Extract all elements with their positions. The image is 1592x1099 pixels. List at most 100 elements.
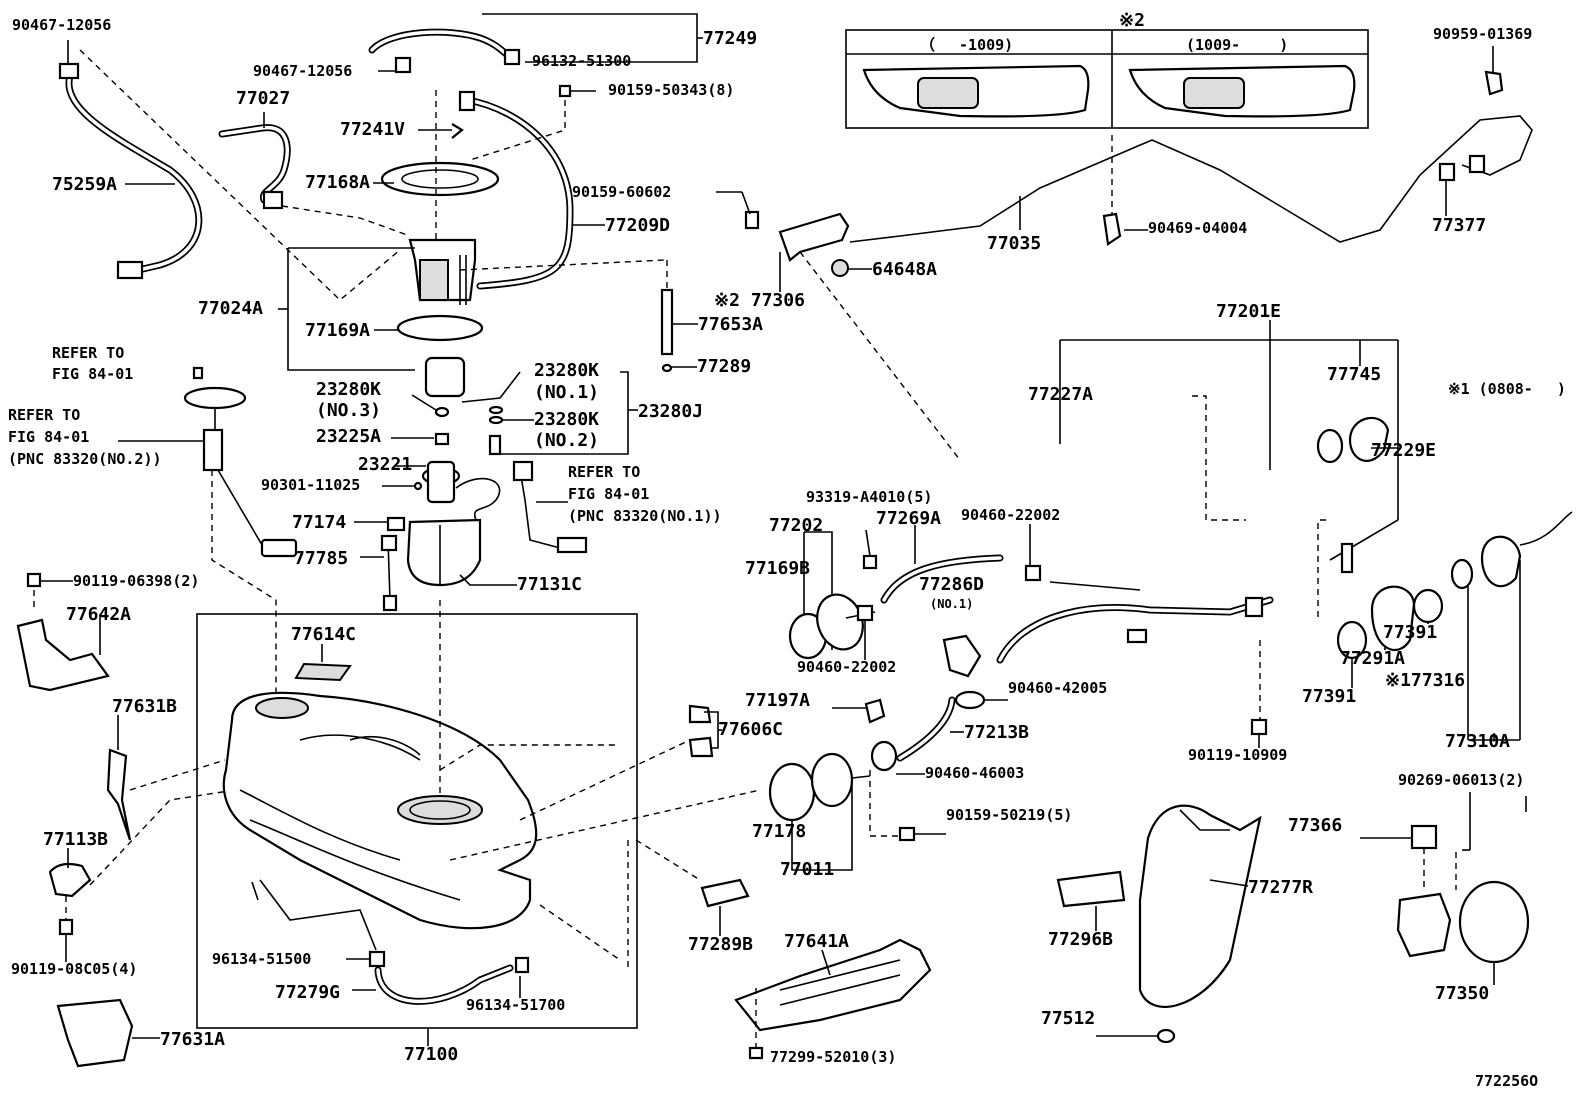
part-label-p77377: 77377 — [1432, 215, 1487, 236]
part-label-p77169B: 77169B — [745, 558, 811, 579]
part-label-p77289: 77289 — [697, 356, 752, 377]
part-label-p77011: 77011 — [780, 859, 835, 880]
part-label-p77286D_no1: (NO.1) — [930, 597, 974, 611]
part-label-p77653A: 77653A — [698, 314, 764, 335]
part-label-p23280J: 23280J — [638, 401, 704, 422]
part-label-p77286D: 77286D — [919, 574, 985, 595]
part-label-p77785: 77785 — [294, 548, 349, 569]
part-label-p93319: 93319-A4010(5) — [806, 488, 933, 506]
fuel-sender-gauge — [183, 366, 298, 558]
part-label-p90959_01369: 90959-01369 — [1433, 25, 1533, 43]
part-label-p90460_46003: 90460-46003 — [925, 764, 1025, 782]
part-label-p96134_51700: 96134-51700 — [466, 996, 566, 1014]
hose-75259A — [58, 62, 203, 280]
part-label-p64648A: 64648A — [872, 259, 938, 280]
part-label-p77027: 77027 — [236, 88, 291, 109]
part-label-p77316: ※177316 — [1385, 670, 1466, 691]
part-label-p96134_51500: 96134-51500 — [212, 950, 312, 968]
part-label-p77279G: 77279G — [275, 982, 341, 1003]
inset-left-range: （ -1009) — [920, 36, 1014, 54]
tube-77027 — [218, 124, 291, 210]
part-label-p90119_06398: 90119-06398(2) — [73, 572, 200, 590]
part-label-p77201E: 77201E — [1216, 301, 1282, 322]
part-label-p90159_50343: 90159-50343(8) — [608, 81, 735, 99]
part-label-p77213B: 77213B — [964, 722, 1030, 743]
part-label-p23225A: 23225A — [316, 426, 382, 447]
part-label-p23221: 23221 — [358, 454, 413, 475]
part-label-p90467_12056b: 90467-12056 — [253, 62, 353, 80]
part-label-p90159_50219: 90159-50219(5) — [946, 806, 1073, 824]
part-label-p77310A: 77310A — [1445, 731, 1511, 752]
part-label-p77306: ※2 77306 — [714, 290, 805, 311]
part-label-refer2a: REFER TO — [8, 406, 81, 424]
inset-marker: ※2 — [1119, 10, 1145, 31]
part-label-p77631A: 77631A — [160, 1029, 226, 1050]
part-label-p23280K_no1b: (NO.1) — [534, 382, 600, 403]
part-label-refer2b: FIG 84-01 — [8, 428, 90, 446]
part-label-p75259A: 75259A — [52, 174, 118, 195]
part-label-p23280K_no3: 23280K — [316, 379, 382, 400]
part-label-p23280K_no1: 23280K — [534, 360, 600, 381]
part-label-p77113B: 77113B — [43, 829, 109, 850]
inset-box — [845, 29, 1369, 129]
part-label-p77209D: 77209D — [605, 215, 671, 236]
part-label-p77631B: 77631B — [112, 696, 178, 717]
part-label-p77178: 77178 — [752, 821, 807, 842]
part-label-p90269_06013: 90269-06013(2) — [1398, 771, 1525, 789]
fuel-pump-assembly — [380, 161, 501, 587]
part-label-p90119_08C05: 90119-08C05(4) — [11, 960, 138, 978]
part-label-p90119_10909: 90119-10909 — [1188, 746, 1288, 764]
part-label-p77229E: 77229E — [1371, 440, 1437, 461]
part-label-p77100: 77100 — [404, 1044, 459, 1065]
part-label-p77202: 77202 — [769, 515, 824, 536]
part-label-p77035: 77035 — [987, 233, 1042, 254]
part-label-p77269A: 77269A — [876, 508, 942, 529]
inset-right-range: (1009- ) — [1186, 36, 1289, 54]
part-label-p90301_11025: 90301-11025 — [261, 476, 361, 494]
part-label-p77299: 77299-52010(3) — [770, 1048, 897, 1066]
part-label-p23280K_no3b: (NO.3) — [316, 400, 382, 421]
part-label-p77197A: 77197A — [745, 690, 811, 711]
part-label-p77277R: 77277R — [1248, 877, 1314, 898]
part-label-p90460_22002b: 90460-22002 — [797, 658, 897, 676]
part-label-p77227A: 77227A — [1028, 384, 1094, 405]
part-label-p77391a: 77391 — [1383, 622, 1438, 643]
part-label-p90460_22002a: 90460-22002 — [961, 506, 1061, 524]
part-label-p23280K_no2b: (NO.2) — [534, 430, 600, 451]
part-label-refer3a: REFER TO — [568, 463, 641, 481]
part-label-p96132_51300: 96132-51300 — [532, 52, 632, 70]
fuel-tank-77100 — [222, 691, 538, 930]
part-label-p77512: 77512 — [1041, 1008, 1096, 1029]
part-label-p77169A: 77169A — [305, 320, 371, 341]
part-label-p77641A: 77641A — [784, 931, 850, 952]
part-label-p77174: 77174 — [292, 512, 347, 533]
part-label-p90159_60602: 90159-60602 — [572, 183, 672, 201]
part-label-p77745: 77745 — [1327, 364, 1382, 385]
part-label-p90469_04004: 90469-04004 — [1148, 219, 1248, 237]
part-label-p77024A: 77024A — [198, 298, 264, 319]
hose-77249 — [368, 28, 521, 74]
note-01: ※1 (0808- ) — [1448, 380, 1566, 398]
part-label-p77296B: 77296B — [1048, 929, 1114, 950]
part-label-p77606C: 77606C — [718, 719, 784, 740]
part-label-p77168A: 77168A — [305, 172, 371, 193]
part-label-p23280K_no2: 23280K — [534, 409, 600, 430]
diagram-id: 772256O — [1475, 1072, 1539, 1090]
part-label-p77249: 77249 — [703, 28, 758, 49]
part-label-p90467_12056a: 90467-12056 — [12, 16, 112, 34]
part-label-p77642A: 77642A — [66, 604, 132, 625]
part-label-p77131C: 77131C — [517, 574, 583, 595]
part-label-refer1a: REFER TO — [52, 344, 125, 362]
part-label-refer3b: FIG 84-01 — [568, 485, 650, 503]
part-label-p77366: 77366 — [1288, 815, 1343, 836]
part-label-p77391b: 77391 — [1302, 686, 1357, 707]
part-label-p77291A: 77291A — [1340, 648, 1406, 669]
part-label-p77350: 77350 — [1435, 983, 1490, 1004]
part-label-p90460_42005: 90460-42005 — [1008, 679, 1108, 697]
part-label-p77241V: 77241V — [340, 119, 406, 140]
part-label-refer1b: FIG 84-01 — [52, 365, 134, 383]
part-label-refer3c: (PNC 83320(NO.1)) — [568, 507, 722, 525]
part-label-p77614C: 77614C — [291, 624, 357, 645]
